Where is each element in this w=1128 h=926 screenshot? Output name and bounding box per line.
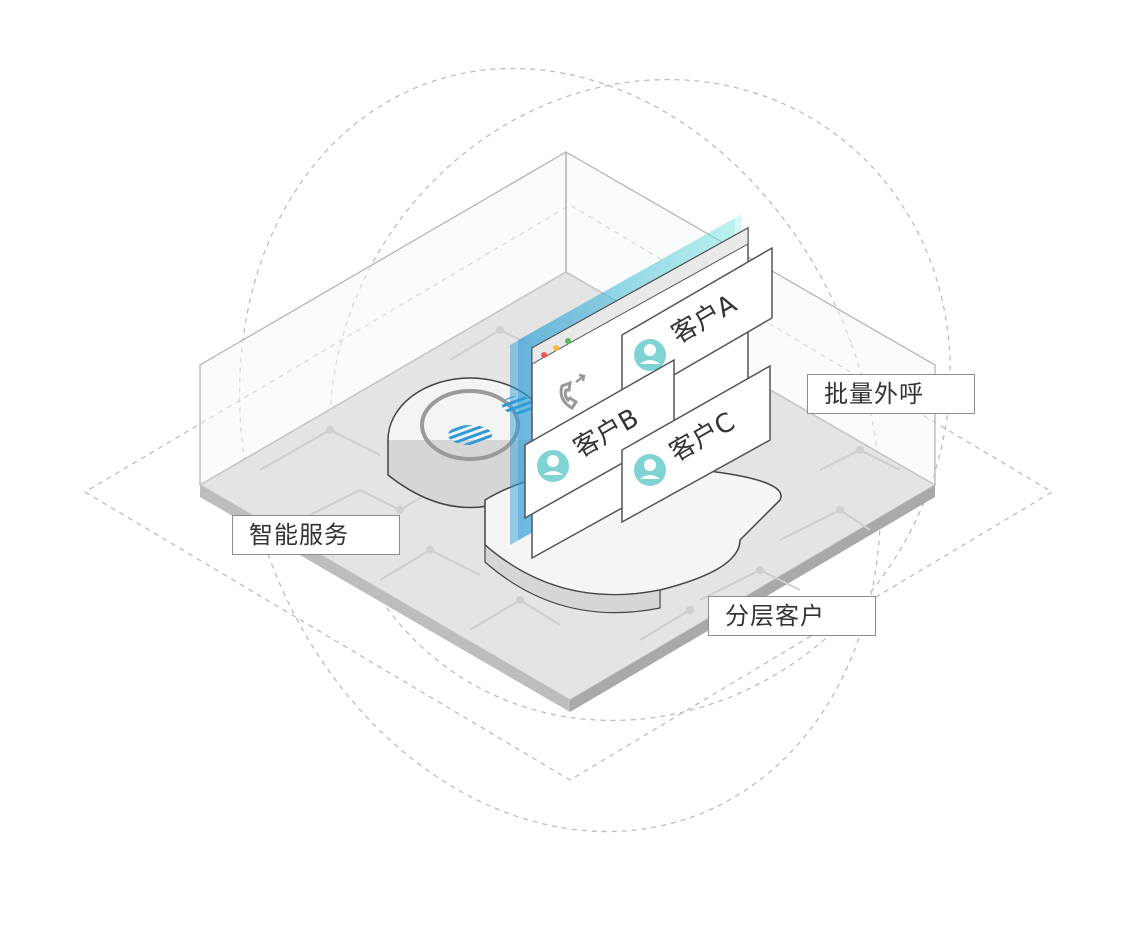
label-intelligent-service: 智能服务	[232, 515, 400, 555]
user-avatar-icon	[634, 339, 666, 371]
user-avatar-icon	[537, 450, 569, 482]
card-customer-b: 客户B	[524, 358, 675, 520]
label-batch-outbound: 批量外呼	[807, 374, 975, 414]
label-tiered-customers: 分层客户	[708, 596, 876, 636]
phone-outgoing-icon	[559, 373, 586, 410]
user-avatar-icon	[634, 454, 666, 486]
